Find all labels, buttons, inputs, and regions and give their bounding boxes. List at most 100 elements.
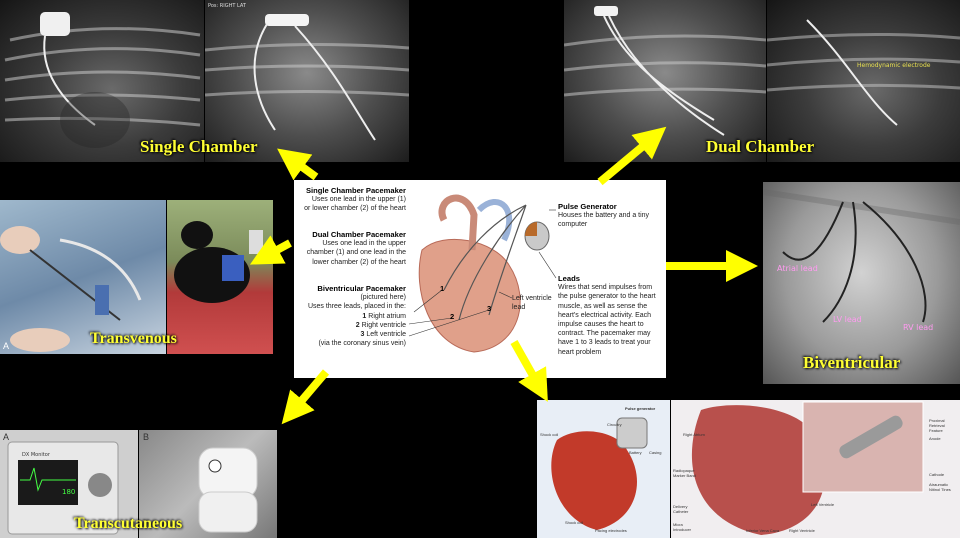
arrow-transvenous bbox=[249, 235, 292, 265]
leadless-pacemaker-diagram: Right Atrium Radiopaque Marker Band Deli… bbox=[671, 400, 960, 538]
leads-title: Leads bbox=[558, 274, 580, 283]
pg-desc-2: computer bbox=[558, 221, 588, 229]
heart-cutaway-drawing bbox=[551, 417, 648, 530]
monitor-brand: DX Monitor bbox=[22, 452, 50, 458]
single-desc-1: Uses one lead in the upper (1) bbox=[311, 196, 406, 204]
br-casing: Casing bbox=[649, 450, 662, 455]
biventricular-fluoro: Atrial lead LV lead RV lead bbox=[763, 182, 960, 384]
pulse-generator-block: Pulse Generator Houses the battery and a… bbox=[558, 202, 664, 230]
dual-annotation: Hemodynamic electrode bbox=[857, 62, 931, 69]
xray-drawing bbox=[4, 12, 201, 148]
br-pulse-generator: Pulse generator bbox=[625, 406, 656, 411]
heart-illustration bbox=[408, 194, 557, 353]
transvenous-photo-1: A bbox=[0, 200, 166, 354]
br-micra: Micra Introducer bbox=[673, 522, 692, 532]
br-lv: Left Ventricle bbox=[811, 502, 835, 507]
lv-lead-2: lead bbox=[512, 304, 526, 312]
dual-desc-1: Uses one lead in the upper bbox=[322, 240, 406, 248]
biv-desc-2: Uses three leads, placed in the: bbox=[307, 303, 406, 311]
leads-desc-2: the pulse generator to the heart bbox=[558, 293, 656, 301]
fluoro-drawing bbox=[763, 189, 960, 323]
pacemaker-types-panel: Single Chamber Pacemaker Uses one lead i… bbox=[294, 180, 666, 378]
biv-block: Biventricular Pacemaker (pictured here) … bbox=[294, 284, 406, 348]
br-rv: Right Ventricle bbox=[789, 528, 815, 533]
leads-block: Leads Wires that send impulses from the … bbox=[558, 274, 664, 357]
biv-desc-1: (pictured here) bbox=[360, 294, 406, 302]
photo-drawing bbox=[0, 226, 142, 352]
leads-desc-1: Wires that send impulses from bbox=[558, 284, 653, 292]
label-transvenous: Transvenous bbox=[90, 330, 177, 347]
br-proximal: Proximal Retrieval Feature bbox=[929, 418, 945, 433]
monitor-value: 180 bbox=[62, 488, 76, 496]
br-pacing-electrodes: Pacing electrodes bbox=[595, 528, 627, 533]
br-anode: Anode bbox=[929, 436, 941, 441]
dual-desc-2: chamber (1) and one lead in the bbox=[306, 249, 406, 257]
biv-item-2: 2 Right ventricle bbox=[355, 321, 406, 329]
transvenous-photo-2 bbox=[167, 200, 273, 354]
leads-desc-3: muscle, as well as sense the bbox=[558, 302, 648, 310]
biv-title: Biventricular Pacemaker bbox=[317, 284, 406, 293]
leads-desc-7: have 1 to 3 leads to treat your bbox=[558, 339, 651, 347]
label-single-chamber: Single Chamber bbox=[140, 137, 258, 156]
xray-drawing bbox=[564, 6, 766, 136]
br-tines: Atraumatic Nitinol Tines bbox=[929, 482, 951, 492]
br-shock-coil-2: Shock coil bbox=[565, 520, 584, 525]
arrow-transcutaneous bbox=[281, 369, 330, 425]
br-right-atrium: Right Atrium bbox=[683, 432, 705, 437]
arrow-dual bbox=[597, 126, 667, 186]
label-biventricular: Biventricular bbox=[803, 353, 901, 372]
num-2: 2 bbox=[450, 312, 455, 321]
dual-block: Dual Chamber Pacemaker Uses one lead in … bbox=[294, 230, 406, 267]
dog-drawing bbox=[174, 221, 263, 303]
arrow-micra bbox=[510, 340, 548, 402]
pg-title: Pulse Generator bbox=[558, 202, 617, 211]
single-block: Single Chamber Pacemaker Uses one lead i… bbox=[294, 186, 406, 214]
atrial-lead-label: Atrial lead bbox=[777, 264, 818, 273]
biv-item-3: 3 Left ventricle bbox=[360, 331, 406, 339]
xray-drawing bbox=[767, 19, 960, 126]
leads-desc-8: heart problem bbox=[558, 348, 602, 356]
photo-letter-a: A bbox=[3, 341, 10, 351]
transcutaneous-photo-1: A DX Monitor 180 bbox=[0, 430, 138, 538]
label-transcutaneous: Transcutaneous bbox=[74, 515, 183, 532]
xray-drawing bbox=[205, 14, 409, 141]
monitor-drawing bbox=[7, 441, 119, 535]
photo-letter-a2: A bbox=[3, 432, 10, 442]
single-chamber-xray-2: Pos: RIGHT LAT bbox=[205, 0, 409, 162]
label-dual-chamber: Dual Chamber bbox=[706, 137, 815, 156]
biv-item-1: 1 Right atrium bbox=[362, 312, 406, 320]
br-cathode: Cathode bbox=[929, 472, 945, 477]
leads-desc-4: heart's electrical activity. Each bbox=[558, 311, 652, 319]
pg-desc-1: Houses the battery and a tiny bbox=[558, 212, 650, 220]
dual-chamber-xray-1 bbox=[564, 0, 766, 162]
transcutaneous-photo-2: B bbox=[139, 430, 277, 538]
lv-lead-1: Left ventricle bbox=[512, 295, 552, 302]
leadless-drawing bbox=[691, 401, 924, 535]
dual-chamber-xray-2: Hemodynamic electrode bbox=[767, 0, 960, 162]
br-delivery: Delivery Catheter bbox=[673, 504, 689, 514]
br-radiopaque: Radiopaque Marker Band bbox=[673, 468, 696, 478]
single-desc-2: or lower chamber (2) of the heart bbox=[304, 205, 406, 213]
leads-desc-5: impulse causes the heart to bbox=[558, 321, 644, 329]
br-circuitry: Circuitry bbox=[607, 422, 622, 427]
rv-lead-label: RV lead bbox=[903, 323, 934, 332]
num-1: 1 bbox=[440, 284, 445, 293]
photo-letter-b: B bbox=[143, 432, 150, 442]
pads-drawing bbox=[198, 447, 258, 533]
br-battery: Battery bbox=[629, 450, 642, 455]
num-3: 3 bbox=[487, 304, 492, 313]
xray-tag: Pos: RIGHT LAT bbox=[208, 3, 246, 9]
lv-lead-label: LV lead bbox=[833, 315, 862, 324]
lv-lead-block: Left ventricle lead bbox=[512, 294, 556, 312]
br-ivc: Inferior Vena Cava bbox=[746, 528, 780, 533]
pacemaker-cutaway-diagram: Pulse generator Circuitry Battery Casing… bbox=[537, 400, 670, 538]
dual-desc-3: lower chamber (2) of the heart bbox=[312, 258, 406, 266]
arrow-single bbox=[277, 148, 319, 181]
br-shock-coil-1: Shock coil bbox=[540, 432, 559, 437]
single-title: Single Chamber Pacemaker bbox=[305, 186, 406, 195]
dual-title: Dual Chamber Pacemaker bbox=[312, 230, 406, 239]
single-chamber-xray-1 bbox=[0, 0, 204, 162]
biv-note: (via the coronary sinus vein) bbox=[318, 340, 406, 348]
leads-desc-6: contract. The pacemaker may bbox=[558, 330, 651, 338]
